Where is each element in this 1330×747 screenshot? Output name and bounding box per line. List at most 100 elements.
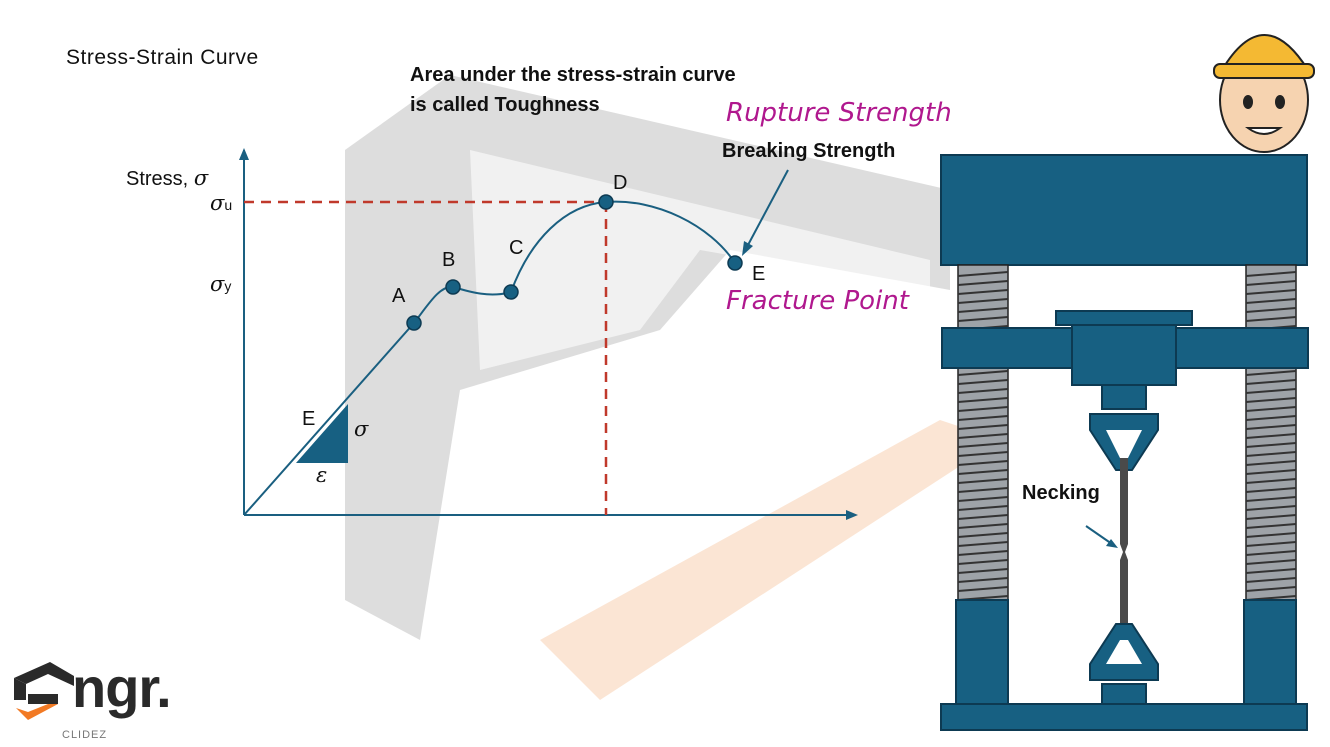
screw-thread [957,307,1009,313]
screw-thread [957,406,1009,412]
screw-thread [1245,514,1297,520]
necking-arrow [1085,525,1113,545]
screw-thread [957,532,1009,538]
tensile-testing-machine [940,34,1315,731]
y-axis-sigma: σ [193,166,209,190]
sigma-y-label: σy [210,272,231,296]
screw-thread [1245,568,1297,574]
stress-strain-diagram [239,148,858,520]
screw-thread [957,577,1009,583]
screw-thread [1245,478,1297,484]
screw-thread [957,289,1009,295]
fracture-point-label: Fracture Point [726,286,909,316]
necking-region [1120,544,1128,560]
screw-thread [957,469,1009,475]
y-axis-label: Stress, σ [126,166,208,191]
screw-thread [1245,577,1297,583]
point-b-marker [445,279,461,295]
screw-thread [957,523,1009,529]
screw-thread [1245,289,1297,295]
y-axis-label-text: Stress, [126,168,189,190]
slope-epsilon-label: ε [316,463,328,487]
screw-thread [957,550,1009,556]
breaking-strength-arrow [747,169,789,246]
toughness-note: Area under the stress-strain curve is ca… [410,64,736,116]
lower-grip-shaft [1101,683,1147,707]
screw-thread [957,478,1009,484]
point-d-marker [598,194,614,210]
screw-thread [957,415,1009,421]
screw-thread [1245,298,1297,304]
screw-thread [1245,550,1297,556]
screw-thread [1245,460,1297,466]
screw-thread [1245,316,1297,322]
breaking-strength-arrowhead [742,241,753,256]
specimen-upper [1120,458,1128,544]
right-column [1243,599,1297,707]
screw-thread [957,460,1009,466]
screw-thread [957,433,1009,439]
screw-thread [957,451,1009,457]
screw-thread [1245,451,1297,457]
point-d-label: D [613,172,628,194]
screw-thread [957,271,1009,277]
screw-thread [1245,469,1297,475]
screw-thread [957,370,1009,376]
screw-thread [957,424,1009,430]
load-cell-top-plate [1055,310,1193,326]
engineer-avatar [1213,34,1315,153]
screw-thread [957,379,1009,385]
point-a-marker [406,315,422,331]
point-e-label: E [752,263,766,285]
rupture-strength-label: Rupture Strength [726,98,952,128]
breaking-strength-label: Breaking Strength [722,140,896,162]
screw-thread [957,280,1009,286]
screw-thread [957,298,1009,304]
sigma-y-subscript: y [224,278,232,294]
screw-thread [1245,442,1297,448]
screw-thread [1245,523,1297,529]
screw-thread [1245,415,1297,421]
screw-thread [1245,379,1297,385]
screw-thread [957,541,1009,547]
screw-thread [1245,370,1297,376]
screw-thread [1245,280,1297,286]
screw-thread [957,496,1009,502]
screw-thread [1245,487,1297,493]
screw-thread [957,568,1009,574]
y-axis-arrow [239,148,249,160]
slope-triangle [296,404,348,463]
screw-thread [1245,397,1297,403]
point-b-label: B [442,249,456,271]
screw-thread [1245,388,1297,394]
screw-thread [1245,424,1297,430]
engr-logo-text: ngr. [72,656,172,719]
screw-thread [957,316,1009,322]
screw-thread [957,442,1009,448]
screw-thread [957,397,1009,403]
engr-logo-mark [14,662,74,720]
slide-title: Stress-Strain Curve [66,46,259,69]
screw-thread [1245,271,1297,277]
screw-thread [957,586,1009,592]
slope-sigma-label: σ [354,417,369,441]
top-crosshead [940,154,1308,266]
sigma-u-symbol: σ [210,191,225,215]
necking-label: Necking [1022,482,1100,504]
screw-thread [1245,505,1297,511]
machine-base [940,703,1308,731]
x-axis-arrow [846,510,858,520]
sigma-u-subscript: u [224,197,233,213]
screw-thread [1245,406,1297,412]
screw-thread [957,514,1009,520]
specimen-lower [1120,560,1128,640]
load-cell [1071,324,1177,386]
screw-thread [1245,559,1297,565]
sigma-u-label: σu [210,191,232,215]
left-column [955,599,1009,707]
sigma-y-symbol: σ [210,272,225,296]
screw-thread [1245,532,1297,538]
screw-thread [957,559,1009,565]
modulus-label: E [302,408,316,430]
